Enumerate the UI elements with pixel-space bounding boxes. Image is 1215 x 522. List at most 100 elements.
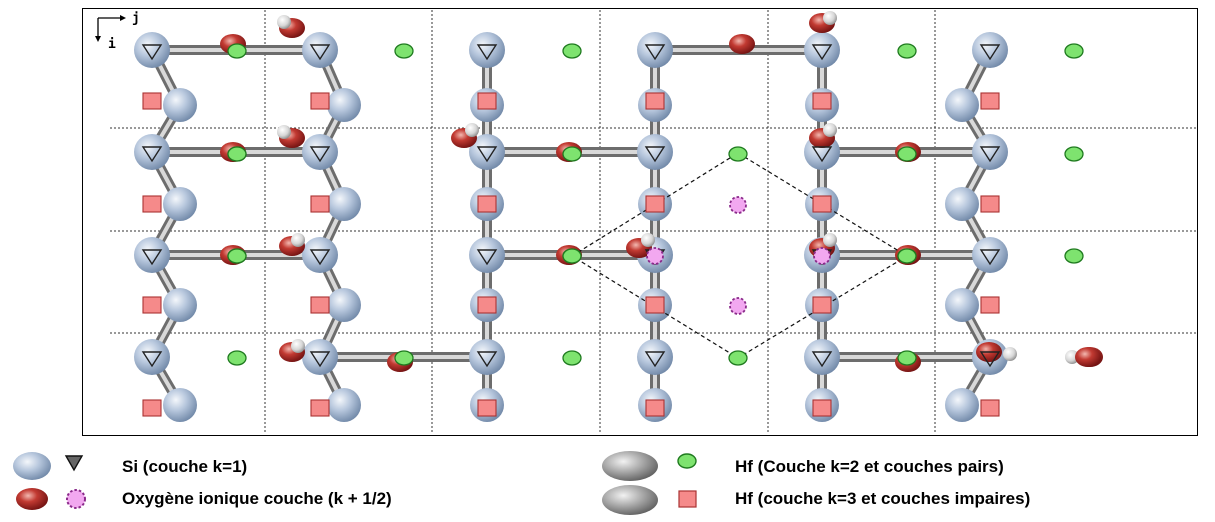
hydrogen-atom [277, 125, 291, 139]
oxygen-ionic-marker [729, 196, 747, 214]
si-atom [804, 32, 840, 68]
hf-odd-marker [812, 399, 832, 417]
hydrogen-atom [823, 233, 837, 247]
hf-odd-marker [645, 296, 665, 314]
lattice-svg: j i [82, 8, 1198, 436]
oxygen-sphere-icon [10, 484, 100, 519]
si-triangle-marker [811, 351, 833, 368]
si-atom [163, 88, 197, 122]
hydrogen-atom [291, 233, 305, 247]
hydrogen-atom [1003, 347, 1017, 361]
hf-even-marker [728, 146, 748, 162]
si-atom [327, 88, 361, 122]
si-atom [163, 187, 197, 221]
si-atom [972, 32, 1008, 68]
hf-odd-marker [310, 195, 330, 213]
hf-odd-marker [645, 399, 665, 417]
hf-odd-marker [310, 92, 330, 110]
hf-even-marker [728, 350, 748, 366]
si-atom [327, 187, 361, 221]
hf-odd-marker [980, 92, 1000, 110]
hydrogen-atom [277, 15, 291, 29]
hf-even-marker [227, 43, 247, 59]
lattice-diagram: j i [82, 8, 1198, 436]
si-atom [163, 388, 197, 422]
si-triangle-marker [476, 146, 498, 163]
hydrogen-atom [465, 123, 479, 137]
si-atom [163, 288, 197, 322]
si-atom [469, 339, 505, 375]
hf-even-marker [562, 146, 582, 162]
hf-odd-marker [812, 92, 832, 110]
hf-odd-marker [142, 195, 162, 213]
hf-odd-marker [477, 92, 497, 110]
hf-odd-marker [645, 92, 665, 110]
legend-hf-odd-label: Hf (couche k=3 et couches impaires) [735, 489, 1031, 508]
si-atom [302, 339, 338, 375]
hf-odd-marker [310, 399, 330, 417]
hf-even-sphere-icon [600, 450, 710, 487]
si-triangle-marker [979, 249, 1001, 266]
legend-oxygen-label: Oxygène ionique couche (k + 1/2) [122, 489, 392, 508]
si-triangle-marker [811, 44, 833, 61]
hf-even-marker [562, 43, 582, 59]
si-triangle-marker [309, 146, 331, 163]
si-atom [134, 237, 170, 273]
si-triangle-marker [811, 146, 833, 163]
hf-odd-marker [812, 296, 832, 314]
hydrogen-atom [823, 11, 837, 25]
si-triangle-marker [644, 146, 666, 163]
hf-even-marker [227, 248, 247, 264]
hf-even-marker [227, 350, 247, 366]
si-atom [302, 134, 338, 170]
axis-j-label: j [132, 11, 140, 26]
hf-odd-marker [477, 399, 497, 417]
si-triangle-marker [979, 351, 1001, 368]
si-sphere-icon [10, 452, 100, 487]
hf-odd-marker [477, 195, 497, 213]
hf-even-marker [562, 350, 582, 366]
si-triangle-marker [476, 44, 498, 61]
si-triangle-icon [64, 455, 84, 472]
si-atom [637, 134, 673, 170]
hydrogen-atom [1065, 350, 1079, 364]
hf-even-marker [1064, 248, 1084, 264]
oxygen-atom [1075, 347, 1101, 367]
hf-even-marker [1064, 43, 1084, 59]
si-atom [945, 187, 979, 221]
hf-odd-marker [477, 296, 497, 314]
hf-even-marker [394, 350, 414, 366]
hf-even-marker [394, 43, 414, 59]
si-atom [469, 237, 505, 273]
hf-odd-sphere-icon [600, 483, 710, 522]
axis-i-label: i [108, 37, 116, 52]
si-atom [302, 237, 338, 273]
si-atom [972, 237, 1008, 273]
hf-even-marker [897, 248, 917, 264]
si-atom [637, 339, 673, 375]
si-atom [469, 32, 505, 68]
oxygen-ionic-icon [66, 489, 86, 509]
si-triangle-marker [644, 44, 666, 61]
si-triangle-marker [141, 44, 163, 61]
si-triangle-marker [979, 146, 1001, 163]
legend-si-label: Si (couche k=1) [122, 457, 248, 476]
hf-even-marker [897, 350, 917, 366]
si-atom [134, 32, 170, 68]
hf-even-marker [897, 146, 917, 162]
oxygen-ionic-marker [646, 247, 664, 265]
hf-odd-marker [980, 296, 1000, 314]
hf-odd-marker [142, 296, 162, 314]
si-atom [327, 388, 361, 422]
si-triangle-marker [644, 351, 666, 368]
si-triangle-marker [141, 249, 163, 266]
si-atom [804, 339, 840, 375]
oxygen-ionic-marker [813, 247, 831, 265]
si-atom [972, 134, 1008, 170]
hydrogen-atom [823, 123, 837, 137]
si-triangle-marker [979, 44, 1001, 61]
si-triangle-marker [476, 351, 498, 368]
axis-j-arrowhead [120, 15, 126, 21]
si-triangle-marker [476, 249, 498, 266]
si-atom [302, 32, 338, 68]
